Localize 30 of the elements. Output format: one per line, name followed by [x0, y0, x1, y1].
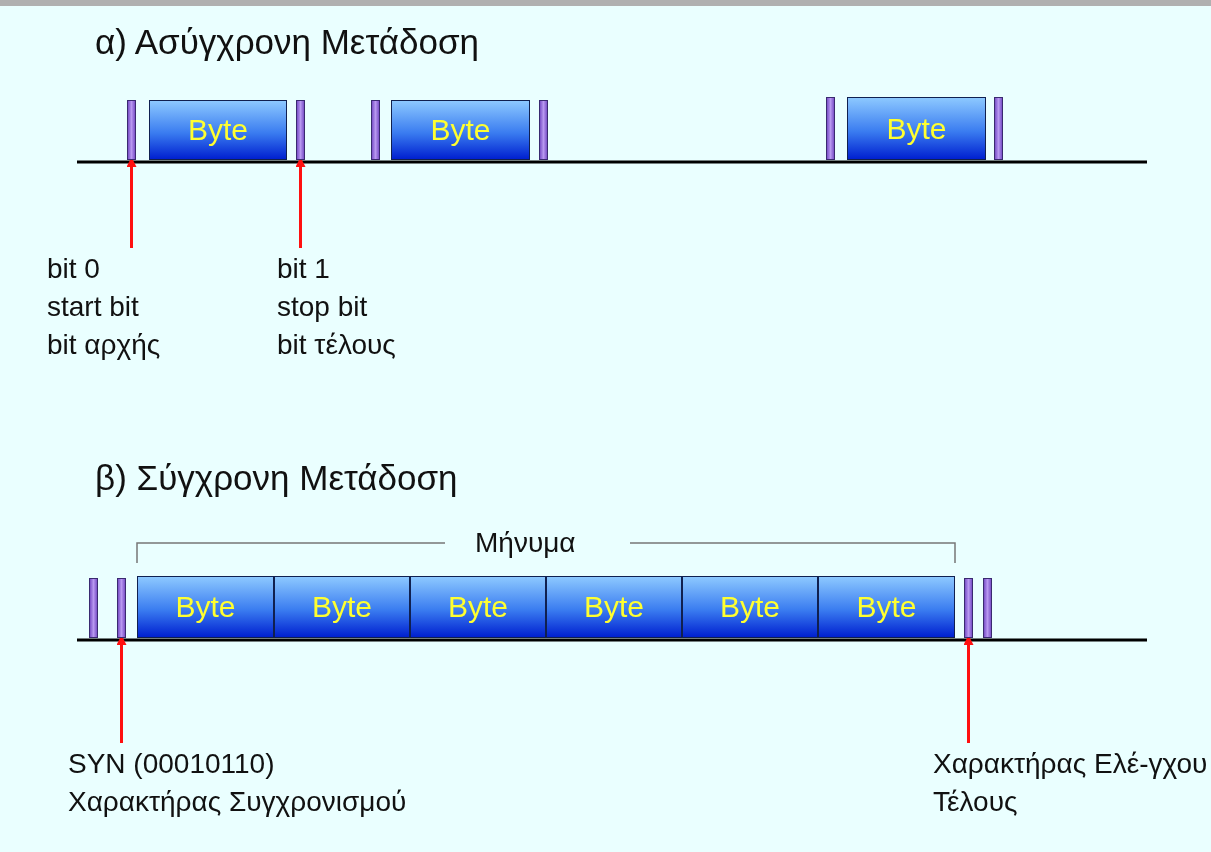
byte-block: Byte — [847, 97, 986, 160]
bit-marker — [127, 100, 136, 160]
byte-block: Byte — [137, 576, 274, 638]
note-text: SYN (00010110) Χαρακτήρας Συγχρονισμού — [68, 745, 528, 821]
bit-marker — [539, 100, 548, 160]
section-title: β) Σύγχρονη Μετάδοση — [95, 458, 458, 498]
bracket-label: Μήνυμα — [475, 526, 576, 560]
arrow — [295, 157, 306, 248]
bit-marker — [296, 100, 305, 160]
byte-block: Byte — [391, 100, 530, 160]
arrow — [126, 157, 137, 248]
bit-marker — [371, 100, 380, 160]
byte-block: Byte — [546, 576, 682, 638]
byte-block: Byte — [682, 576, 818, 638]
byte-block: Byte — [410, 576, 546, 638]
arrow — [963, 635, 974, 743]
note-text: Χαρακτήρας Ελέ-γχου Τέλους — [933, 745, 1211, 821]
bit-marker — [89, 578, 98, 638]
arrow — [116, 635, 127, 743]
byte-block: Byte — [149, 100, 287, 160]
note-text: bit 0 start bit bit αρχής — [47, 250, 247, 364]
bit-marker — [964, 578, 973, 638]
bit-marker — [826, 97, 835, 160]
byte-block: Byte — [818, 576, 955, 638]
byte-block: Byte — [274, 576, 410, 638]
bit-marker — [983, 578, 992, 638]
bit-marker — [994, 97, 1003, 160]
bit-marker — [117, 578, 126, 638]
section-title: α) Ασύγχρονη Μετάδοση — [95, 22, 480, 62]
note-text: bit 1 stop bit bit τέλους — [277, 250, 477, 364]
